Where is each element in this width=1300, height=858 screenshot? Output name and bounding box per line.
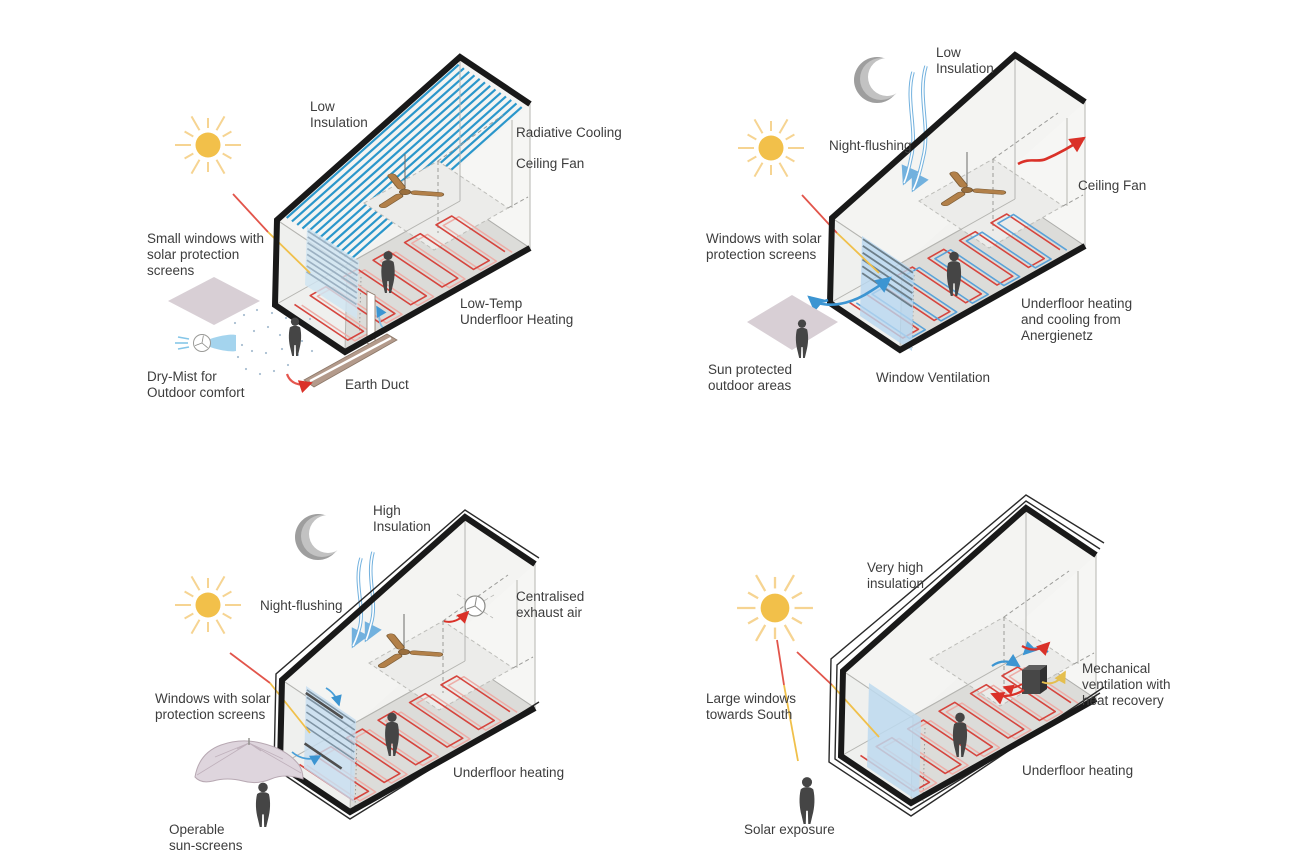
earth-duct-air-arrow [376,305,387,329]
window-inflow-arrows [807,276,892,312]
earth-duct-inlet-arrow [285,373,313,394]
label-small-windows: Small windows with solar protection scre… [147,231,265,278]
outer-insulation-line-2 [828,494,1105,817]
sun-icon [174,575,242,635]
label-low-insulation: Low Insulation [936,45,994,76]
window-screen-icon [304,686,356,802]
window-air-arrows [291,687,342,766]
label-radiative-cooling: Radiative Cooling [516,125,622,140]
night-flush-arrows [901,65,929,193]
label-underfloor: Underfloor heating [453,765,565,780]
label-windows: Windows with solar protection screens [706,231,822,262]
label-earth-duct: Earth Duct [345,377,409,392]
exhaust-fan-icon [443,593,495,624]
label-exhaust-air: Centralised exhaust air [516,589,585,620]
label-high-insulation: High Insulation [373,503,431,534]
diagram-top-left-svg [140,30,660,430]
sun-icon [174,115,242,175]
label-underfloor: Underfloor heating [1022,763,1134,778]
dry-mist-icon [175,308,314,376]
diagram-top-right: Low Insulation Night-flushing Windows wi… [680,30,1200,430]
heat-recovery-unit-icon [990,641,1066,705]
radiative-cooling-lines [287,65,522,261]
diagram-top-left: Low Insulation Radiative Cooling Ceiling… [140,30,660,430]
label-dry-mist: Dry-Mist for Outdoor comfort [147,369,245,400]
exhaust-air-arrow [1017,136,1086,166]
window-screen-icon [305,227,359,319]
building-envelope-outline [271,53,532,356]
roof-underside [282,517,535,727]
sun-ray [776,639,785,686]
moon-icon [295,514,347,560]
label-night-flushing: Night-flushing [260,598,343,613]
outdoor-area-icon [168,277,260,325]
sun-ray [232,193,269,233]
label-large-windows: Large windows towards South [706,691,797,722]
label-outdoor-areas: Sun protected outdoor areas [708,362,793,393]
label-window-ventilation: Window Ventilation [876,370,991,385]
roof-underside [843,508,1096,718]
diagram-bottom-right-svg [680,494,1200,858]
sun-ray [836,232,880,274]
person-icon [799,777,815,824]
moon-icon [854,57,906,103]
outdoor-area-icon [747,295,838,350]
building-envelope-outline [826,51,1087,354]
sun-icon [737,118,805,178]
building-envelope-outline [837,504,1098,807]
roof-underside [832,55,1085,265]
label-sun-screens: Operable sun-screens [169,822,243,853]
label-ceiling-fan: Ceiling Fan [516,156,585,171]
sun-ray [269,682,311,734]
umbrella-icon [194,738,304,784]
diagram-bottom-right: Very high insulation Large windows towar… [680,480,1200,858]
building-envelope-outline [276,513,537,816]
label-night-flushing: Night-flushing [829,138,912,153]
diagram-bottom-left-svg [130,509,610,858]
label-solar-exposure: Solar exposure [744,822,835,837]
night-flush-arrows [351,551,382,649]
person-icon [255,782,271,827]
diagram-bottom-left: High Insulation Night-flushing Centralis… [130,480,610,858]
outer-insulation-line [273,509,540,820]
sun-ray [783,684,799,762]
large-window-icon [867,683,921,802]
sun-icon [735,573,815,643]
label-underfloor: Underfloor heating and cooling from Aner… [1021,296,1133,343]
diagram-top-right-svg [680,51,1200,430]
label-windows: Windows with solar protection screens [155,691,271,722]
label-ceiling-fan: Ceiling Fan [1078,178,1147,193]
sun-ray [229,652,271,684]
label-low-insulation: Low Insulation [310,99,368,130]
label-mech-vent: Mechanical ventilation with heat recover… [1082,661,1171,708]
sun-ray [796,651,833,686]
label-very-high-insulation: Very high insulation [867,560,925,591]
outer-insulation-line-1 [834,500,1101,811]
label-underfloor-heating: Low-Temp Underfloor Heating [460,296,574,327]
